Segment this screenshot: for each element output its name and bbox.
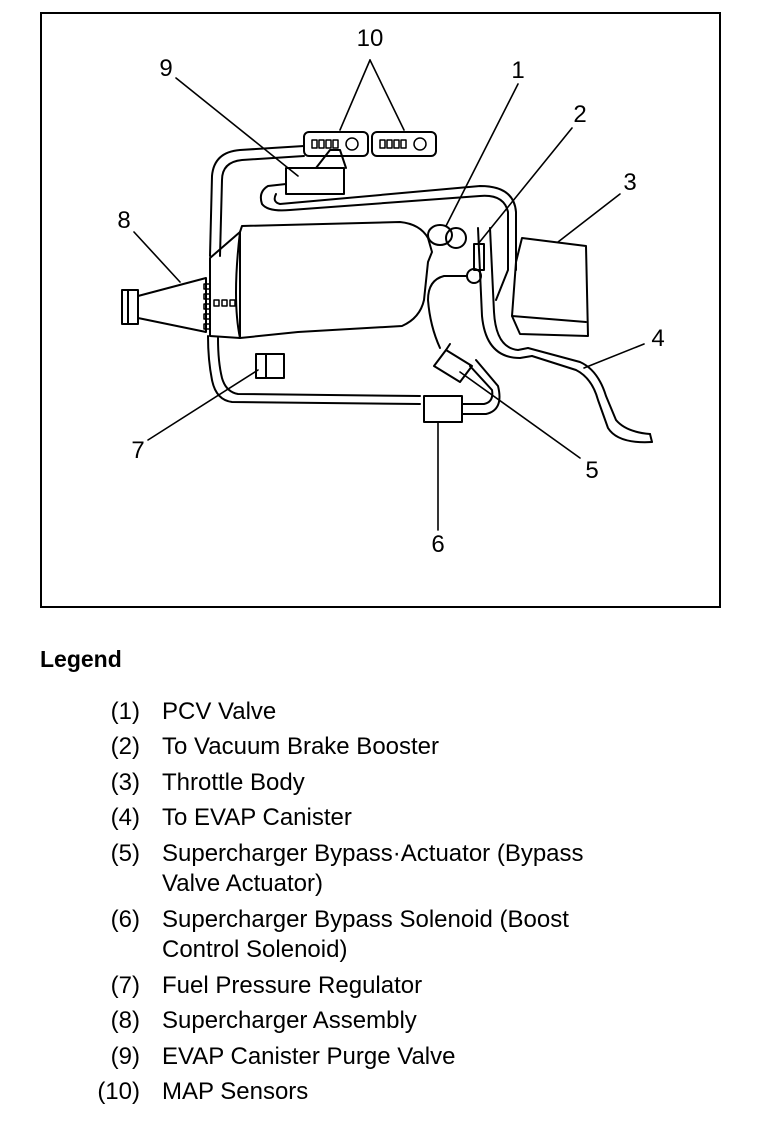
callout-7: 7 (131, 437, 144, 464)
legend-item-text: EVAP Canister Purge Valve (162, 1043, 456, 1070)
callout-6: 6 (431, 531, 444, 558)
callout-1: 1 (511, 57, 524, 84)
legend-item-text: Fuel Pressure Regulator (162, 972, 423, 999)
legend-item-number: (10) (97, 1078, 140, 1105)
callout-2: 2 (573, 101, 586, 128)
callout-10: 10 (357, 25, 384, 52)
legend-item-text: Supercharger Bypass Solenoid (Boost (162, 906, 569, 933)
throttle-body (511, 237, 589, 337)
legend-item-number: (7) (110, 972, 140, 999)
supercharger-front-cover (209, 231, 241, 339)
bypass-actuator (433, 349, 473, 383)
callout-4: 4 (651, 325, 664, 352)
fuel-pressure-regulator (255, 353, 285, 379)
map-sensor-right (371, 131, 437, 157)
pcv-valve (427, 224, 453, 246)
legend-item-number: (9) (110, 1043, 140, 1070)
legend-item-number: (3) (110, 769, 140, 796)
map-sensor-left (303, 131, 369, 157)
legend-item-number: (4) (110, 804, 140, 831)
legend-item-number: (8) (110, 1007, 140, 1034)
legend-item-number: (2) (110, 733, 140, 760)
supercharger-body (235, 221, 433, 339)
legend-item-text: PCV Valve (162, 698, 277, 725)
vacuum-hose-diagram: 1 2 3 4 5 6 7 8 9 10 (117, 25, 664, 558)
legend-item-text: MAP Sensors (162, 1078, 309, 1105)
legend-item-text: Supercharger Assembly (162, 1007, 417, 1034)
evap-purge-valve (285, 167, 345, 195)
legend-item-number: (5) (110, 840, 140, 867)
legend-item-text: Throttle Body (162, 769, 305, 796)
supercharger-inlet-cone (137, 277, 207, 333)
bypass-solenoid (423, 395, 463, 423)
callout-9: 9 (159, 55, 172, 82)
legend-title: Legend (40, 646, 122, 672)
callout-8: 8 (117, 207, 130, 234)
legend-item-text: To Vacuum Brake Booster (162, 733, 440, 760)
legend-item-text: Control Solenoid) (162, 936, 348, 963)
diagram-frame (40, 12, 721, 608)
legend-item-number: (6) (110, 906, 140, 933)
legend-item-text: To EVAP Canister (162, 804, 352, 831)
legend-item-number: (1) (110, 698, 140, 725)
legend-item-text: Supercharger Bypass·Actuator (Bypass (162, 840, 584, 867)
legend-item-text: Valve Actuator) (162, 870, 323, 897)
purge-hose (259, 183, 509, 301)
vacuum-hose-left (209, 145, 305, 257)
inlet-flange (121, 289, 139, 325)
callout-3: 3 (623, 169, 636, 196)
callout-5: 5 (585, 457, 598, 484)
